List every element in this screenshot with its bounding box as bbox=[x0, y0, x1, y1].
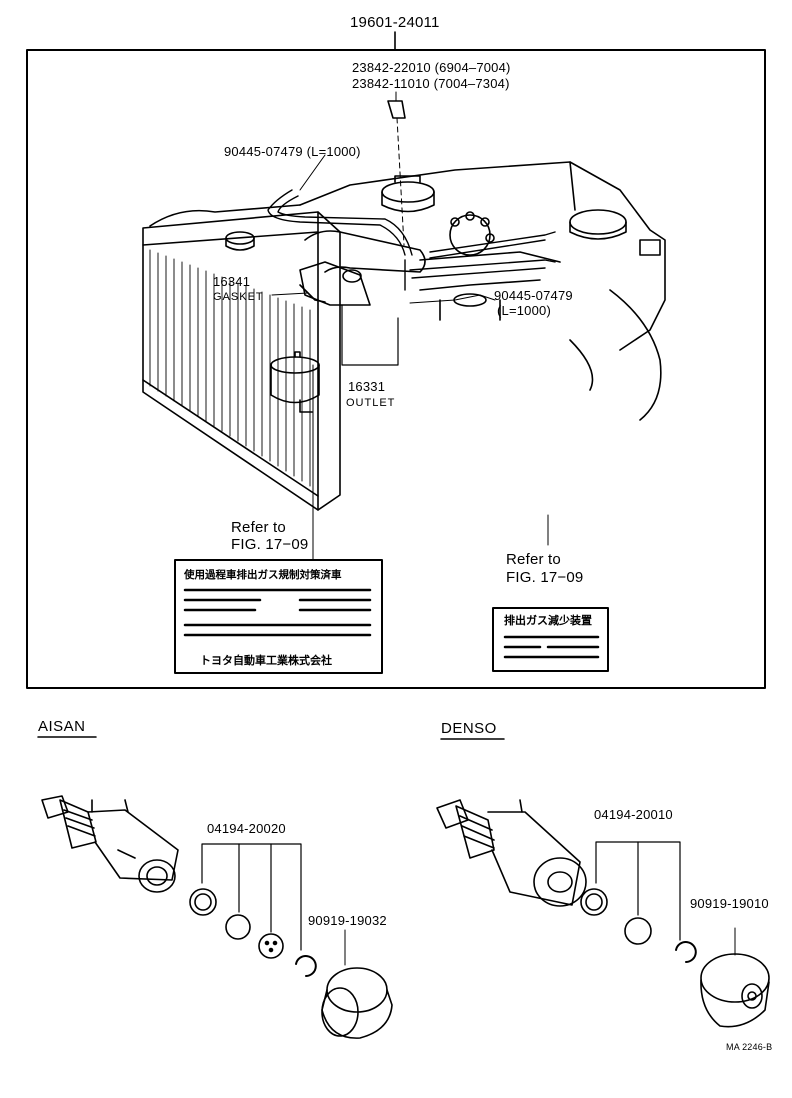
plate-right-title: 排出ガス減少装置 bbox=[504, 614, 592, 627]
outlet-bracket bbox=[341, 304, 399, 366]
grommet-dashed-leader bbox=[396, 117, 405, 246]
gasket-name: GASKET bbox=[213, 291, 264, 303]
grommet-illustration bbox=[387, 91, 406, 119]
hose-top-leader bbox=[299, 154, 326, 191]
assembly-part-number: 19601-24011 bbox=[350, 14, 440, 31]
outlet-illustration bbox=[299, 230, 426, 306]
grommet-part-number-2: 23842-11010 (7004–7304) bbox=[352, 76, 510, 91]
plate-left-lines bbox=[183, 588, 372, 637]
outlet-name: OUTLET bbox=[346, 397, 396, 409]
denso-cap-part-number: 90919-19010 bbox=[690, 896, 769, 911]
aisan-kit-parts bbox=[189, 888, 317, 977]
denso-switch-illustration bbox=[436, 799, 587, 907]
refer-right-line2: FIG. 17−09 bbox=[506, 569, 584, 586]
aisan-heading: AISAN bbox=[38, 718, 86, 735]
aisan-kit-part-number: 04194-20020 bbox=[207, 821, 286, 836]
hose-right-length: (L=1000) bbox=[497, 303, 551, 318]
engine-illustration bbox=[299, 161, 666, 421]
denso-heading: DENSO bbox=[441, 720, 497, 737]
grommet-part-number-1: 23842-22010 (6904–7004) bbox=[352, 60, 511, 75]
hose-routing bbox=[267, 189, 556, 291]
hose-right-part-number: 90445-07479 bbox=[494, 288, 573, 303]
radiator-illustration bbox=[142, 204, 341, 511]
hose-right-leader bbox=[409, 294, 496, 304]
aisan-kit-bracket bbox=[201, 843, 302, 951]
denso-kit-parts bbox=[580, 888, 697, 963]
aisan-cap-part-number: 90919-19032 bbox=[308, 913, 387, 928]
gasket-part-number: 16341 bbox=[213, 274, 251, 289]
refer-left-line2: FIG. 17−09 bbox=[231, 536, 309, 553]
diagram-frame bbox=[26, 49, 766, 689]
emission-plate-right bbox=[492, 607, 609, 672]
hose-top-part-number: 90445-07479 (L=1000) bbox=[224, 144, 361, 159]
plate-left-maker: トヨタ自動車工業株式会社 bbox=[200, 654, 332, 667]
outlet-part-number: 16331 bbox=[348, 379, 386, 394]
reservoir-illustration bbox=[270, 351, 320, 413]
denso-kit-bracket bbox=[595, 841, 681, 941]
refer-right-line1: Refer to bbox=[506, 551, 561, 568]
reference-code: MA 2246-B bbox=[726, 1042, 773, 1052]
aisan-switch-illustration bbox=[41, 795, 179, 893]
plate-left-title: 使用過程車排出ガス規制対策済車 bbox=[184, 569, 342, 581]
emission-plate-left bbox=[174, 559, 383, 674]
denso-cap-illustration bbox=[700, 953, 770, 1028]
gasket-leader bbox=[271, 292, 309, 296]
aisan-cap-illustration bbox=[321, 967, 393, 1039]
denso-kit-part-number: 04194-20010 bbox=[594, 807, 673, 822]
plate-right-lines bbox=[503, 635, 600, 659]
refer-left-line1: Refer to bbox=[231, 519, 286, 536]
